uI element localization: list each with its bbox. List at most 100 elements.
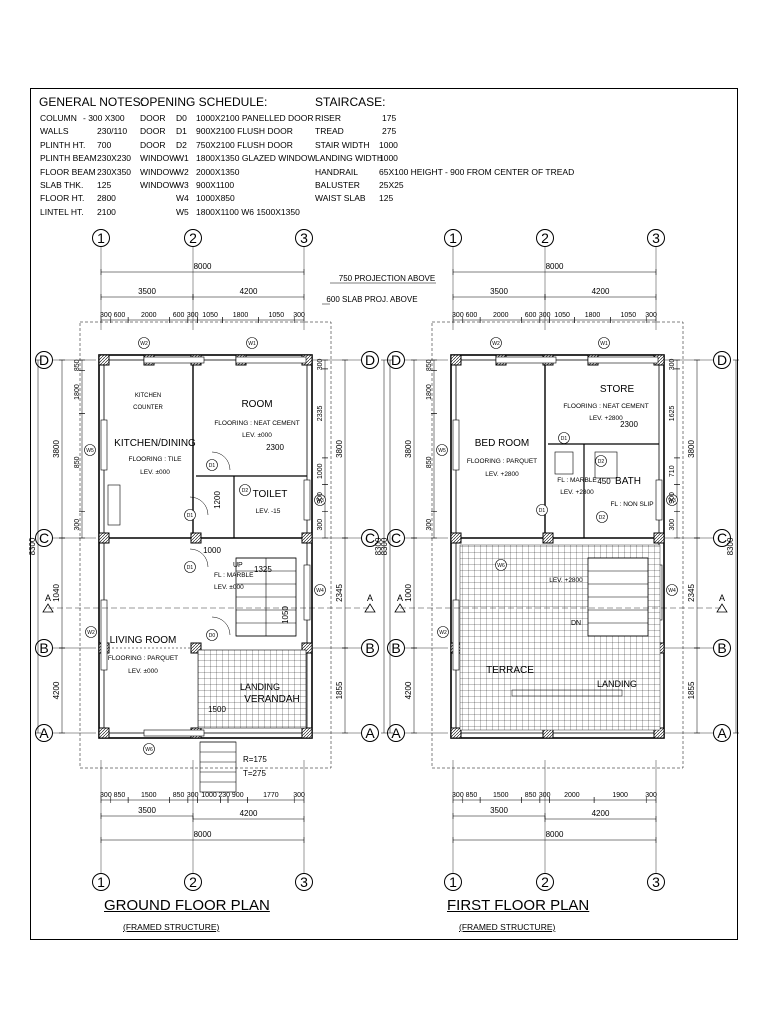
detail-width-top: 300 (100, 312, 112, 319)
detail-width-top: 300 (539, 312, 551, 319)
opening-cell: D2 (176, 139, 187, 150)
column (301, 642, 313, 654)
drawing-sheet-border (30, 88, 738, 940)
window-tag-w5 (436, 444, 448, 456)
first-floor-title: FIRST FLOOR PLAN (447, 897, 590, 914)
grid-bubble-top-1-label: 1 (97, 230, 105, 246)
window-tag-w4-label: W4 (316, 588, 324, 594)
bay-height-left-3: 4200 (52, 681, 61, 699)
general-note-cell: PLINTH HT. (40, 139, 86, 150)
detail-height-left: 850 (426, 456, 433, 468)
staircase-cell: LANDING WIDTH (315, 153, 383, 164)
bay-height-right-1: 3800 (687, 440, 696, 458)
detail-width-top: 1050 (269, 312, 285, 319)
detail-width-bottom: 300 (187, 792, 199, 799)
door-tag-d0-main (206, 629, 218, 641)
marble-floor-label: FL : MARBLE (557, 477, 597, 484)
opening-cell: W3 (176, 180, 189, 190)
detail-width-top: 300 (187, 312, 199, 319)
detail-height-left: 300 (426, 519, 433, 531)
grid-bubble-left-B (387, 639, 405, 657)
grid-bubble-top-3-label: 3 (652, 230, 660, 246)
detail-height-left: 850 (426, 359, 433, 371)
detail-height-right: 1000 (317, 463, 324, 479)
store-dimension: 2300 (620, 420, 638, 429)
window-tag-w2-top (490, 337, 502, 349)
grid-bubble-right-B (713, 639, 731, 657)
staircase-cell: 175 (382, 113, 397, 123)
first-floor-subtitle: (FRAMED STRUCTURE) (459, 922, 556, 932)
projection-750-label: 750 PROJECTION ABOVE (339, 274, 435, 283)
opening-cell: D1 (176, 126, 187, 137)
detail-width-bottom: 1500 (493, 792, 509, 799)
grid-bubble-left-A-label: A (39, 725, 49, 741)
window-tag-w6-label: W6 (145, 747, 153, 753)
grid-bubble-top-3 (295, 229, 313, 247)
detail-width-top: 600 (114, 312, 126, 319)
detail-width-top: 2000 (141, 312, 157, 319)
grid-bubble-right-C-label: C (717, 530, 727, 546)
window-w2-left (452, 599, 460, 671)
detail-width-top: 600 (466, 312, 478, 319)
stair-level-label: LEV. +2800 (549, 577, 583, 584)
store-level: LEV. +2800 (589, 415, 623, 422)
staircase-cell: 1000 (379, 153, 398, 164)
bay-height-right-3: 1855 (335, 681, 344, 699)
opening-cell: W5 (176, 206, 189, 217)
opening-1000-label: 1000 (203, 546, 221, 555)
store-flooring: FLOORING : NEAT CEMENT (563, 403, 648, 410)
detail-height-right: 300 (669, 519, 676, 531)
detail-width-top: 300 (293, 312, 305, 319)
grid-bubble-bottom-3-label: 3 (300, 874, 308, 890)
kitchen-level: LEV. ±000 (140, 469, 170, 476)
general-note-cell: 125 (97, 180, 112, 190)
general-note-cell: 2800 (97, 193, 116, 204)
staircase-cell: 65X100 HEIGHT - 900 FROM CENTER OF TREAD (379, 166, 575, 177)
terrace-label: TERRACE (486, 665, 534, 676)
staircase-cell: RISER (315, 113, 341, 123)
kitchen-flooring: FLOORING : TILE (129, 456, 183, 463)
door-tag-d1-living (184, 561, 196, 573)
opening-cell: 2000X1350 (196, 166, 240, 177)
door-tag-d0-main-label: D0 (209, 633, 216, 639)
kitchen-counter (107, 484, 121, 526)
window-tag-w6 (143, 743, 155, 755)
store-name: STORE (600, 384, 635, 395)
opening-cell: WINDOW (140, 180, 178, 190)
detail-width-bottom: 300 (645, 792, 657, 799)
grid-bubble-top-2 (184, 229, 202, 247)
projection-600-label: 600 SLAB PROJ. ABOVE (326, 295, 417, 304)
outer-wall (98, 354, 313, 739)
slab-projection-outline (79, 321, 332, 769)
grid-bubble-top-2-label: 2 (189, 230, 197, 246)
window-tag-w2-top-label: W2 (492, 341, 500, 347)
overall-height-left: 8300 (380, 537, 389, 555)
window-tag-w5-label: W5 (438, 448, 446, 454)
door-tag-d2-toilet (239, 484, 251, 496)
bay-width-top-2: 4200 (240, 287, 258, 296)
column (450, 532, 462, 544)
section-mark-left: A (397, 593, 403, 603)
opening-cell: DOOR (140, 113, 166, 123)
window-tag-w1-top-label: W1 (600, 341, 608, 347)
window-w2-left (100, 599, 108, 671)
grid-bubble-left-D-label: D (39, 352, 49, 368)
door-tag-d2-toilet-label: D2 (242, 488, 249, 494)
bath-450-label: 450 (597, 477, 611, 486)
door-tag-d2-bath-2-label: D2 (599, 515, 606, 521)
toilet-level: LEV. -15 (256, 508, 281, 515)
general-note-cell: FLOOR HT. (40, 193, 85, 204)
room-level: LEV. ±000 (242, 432, 272, 439)
verandah-label: VERANDAH (244, 694, 300, 705)
marble-flooring-label: FL : MARBLE (214, 572, 254, 579)
detail-width-top: 1050 (202, 312, 218, 319)
kitchen-dining-name: KITCHEN/DINING (114, 438, 196, 449)
staircase-cell: BALUSTER (315, 180, 360, 190)
staircase-cell: TREAD (315, 126, 344, 137)
window-w3 (303, 479, 311, 521)
bay-height-right-3: 1855 (687, 681, 696, 699)
window-tag-w2-left-label: W2 (87, 630, 95, 636)
door-tag-d1-kitchen-label: D1 (187, 513, 194, 519)
bed-room-name: BED ROOM (475, 438, 529, 449)
detail-width-top: 1050 (554, 312, 570, 319)
